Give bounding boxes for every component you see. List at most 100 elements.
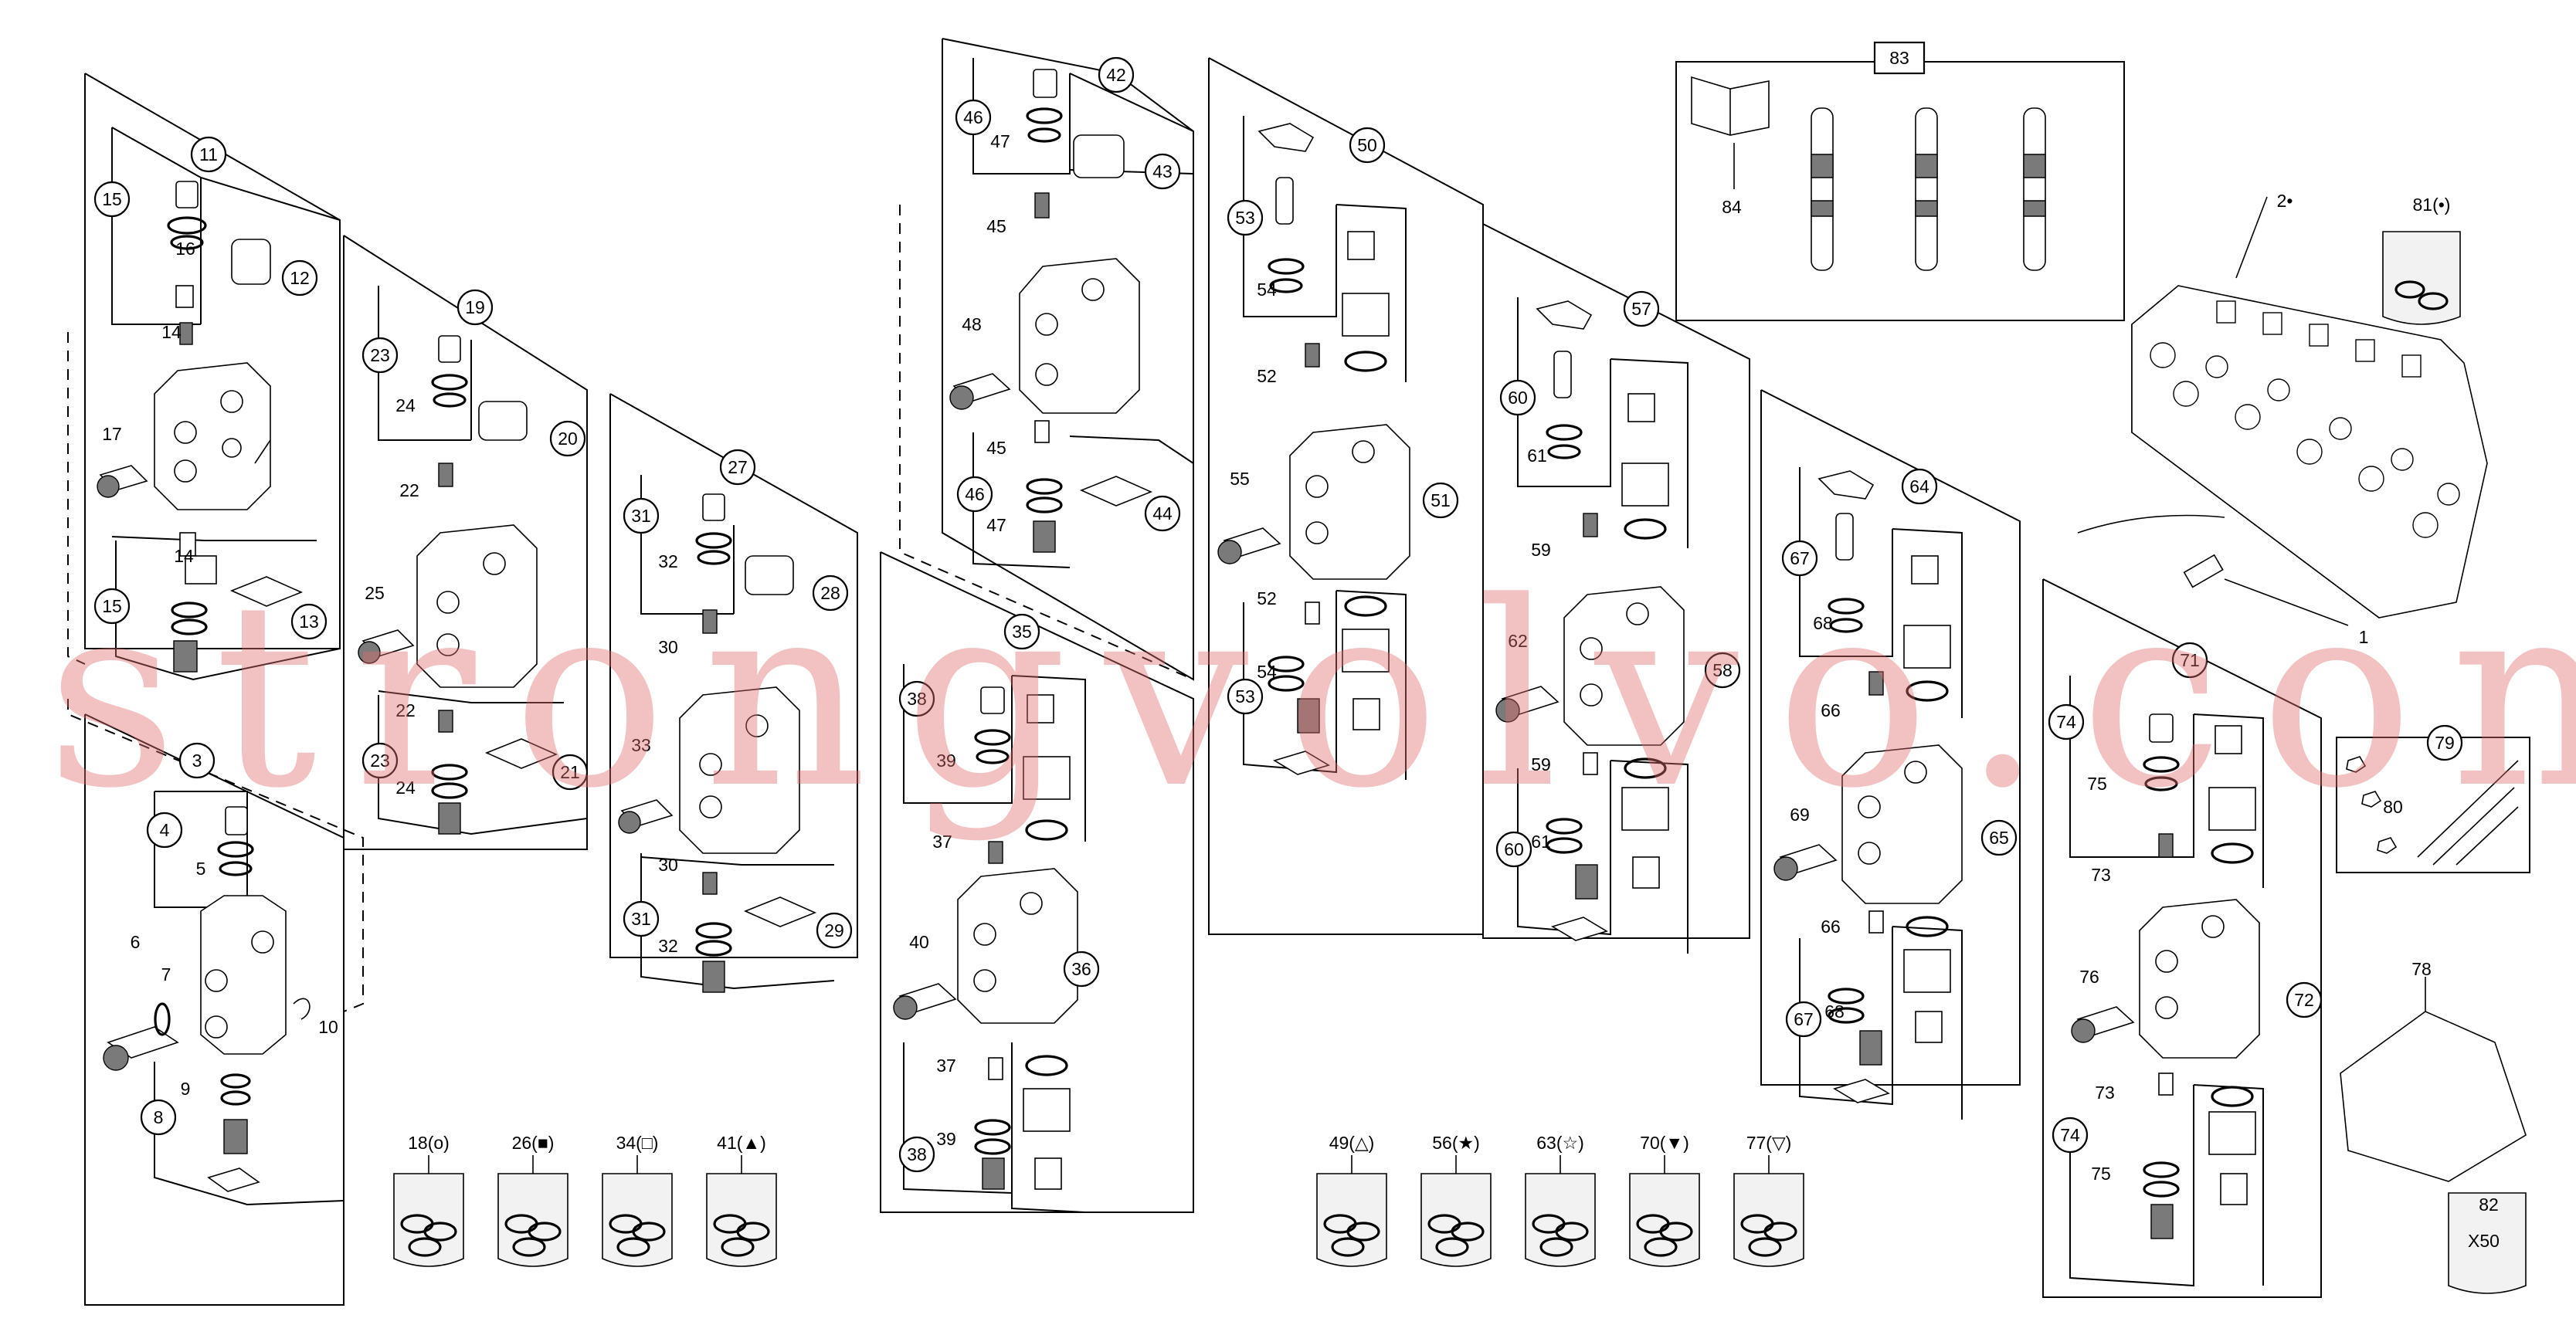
callout-number: 42 [1106,65,1126,85]
callout-number: 29 [824,920,844,940]
callout-31: 30 [658,637,678,657]
callout-number: 38 [907,689,927,709]
callout-34: 31 [623,900,660,937]
callout-51: 40 [909,932,929,952]
callout-60: 55 [1230,469,1250,489]
callout-number: 73 [2095,1083,2115,1103]
callout-number: 1 [2359,627,2369,647]
callout-11: 5 [196,859,206,879]
callout-16: 10 [318,1017,338,1037]
callout-number: 75 [2087,774,2107,794]
callout-61: 51 [1422,482,1459,519]
callout-27: 27 [719,449,756,486]
callout-19: 24 [395,395,416,415]
callout-number: 61 [1527,446,1547,466]
callouts: 1115161214171415133456789101923242022252… [93,41,2499,1215]
callout-2: 16 [175,239,195,259]
callout-80: 66 [1821,917,1841,937]
callout-number: 67 [1794,1009,1814,1029]
callout-89: 73 [2095,1083,2115,1103]
callout-number: 53 [1235,686,1255,707]
callout-number: 31 [631,506,651,526]
callout-83: 71 [2171,642,2208,679]
callout-number: 7 [161,964,171,984]
callout-number: 8 [154,1107,164,1127]
callout-number: 24 [395,395,416,415]
tie-rod-kit-box [2336,737,2530,873]
callout-number: 73 [2091,865,2111,885]
callout-70: 58 [1704,652,1741,689]
callout-number: 67 [1790,548,1810,568]
callout-number: 71 [2180,650,2200,670]
callout-number: 83 [1889,48,1909,68]
callout-72: 60 [1495,831,1532,868]
group-71 [2042,578,2322,1298]
callout-100: 82 [2479,1195,2499,1215]
kit-label: 70(▼) [1640,1133,1689,1153]
callout-48: 38 [898,680,935,717]
callout-number: 74 [2060,1125,2080,1145]
callout-number: 45 [986,216,1006,236]
callout-number: 23 [370,345,390,365]
callout-4: 14 [161,322,182,342]
callout-number: 53 [1235,208,1255,228]
callout-94: 2• [2277,191,2293,211]
callout-46: 44 [1144,495,1181,532]
callout-number: 20 [558,429,578,449]
callout-66: 60 [1499,379,1536,416]
callout-26: 21 [552,754,589,791]
callout-65: 57 [1623,290,1660,327]
callout-30: 28 [812,574,849,612]
callout-number: 64 [1909,476,1929,496]
callout-number: 13 [299,612,319,632]
callout-63: 53 [1227,678,1264,715]
callout-75: 67 [1781,540,1818,577]
callout-33: 30 [658,855,678,875]
callout-9: 3 [178,742,216,779]
group-42 [899,38,1194,681]
end-cover-78 [2340,977,2527,1182]
callout-number: 46 [965,484,985,504]
callout-99: 78 [2411,959,2432,979]
callout-37: 42 [1098,56,1135,93]
group-64 [1760,389,2021,1120]
seal-bag-81 [2382,231,2461,325]
callout-number: 15 [102,596,122,616]
callout-number: 35 [1012,622,1032,642]
callout-number: 32 [658,936,678,956]
callout-number: 15 [102,189,122,209]
callout-number: 37 [936,1056,956,1076]
callout-44: 46 [956,476,993,513]
kit-label: 41(▲) [717,1133,766,1153]
callout-39: 47 [990,131,1010,151]
callout-85: 75 [2087,774,2107,794]
callout-43: 45 [986,438,1006,458]
callout-3: 12 [281,259,318,297]
callout-50: 37 [932,832,952,852]
callout-number: 19 [465,297,485,317]
kit-label: 34(□) [616,1133,659,1153]
callout-number: 6 [131,932,141,952]
callout-number: 47 [990,131,1010,151]
callout-35: 32 [658,936,678,956]
callout-57: 53 [1227,199,1264,236]
callout-number: 69 [1790,805,1810,825]
callout-97: 79 [2426,724,2463,761]
callout-number: 17 [102,424,122,444]
callout-88: 72 [2286,981,2323,1018]
kit-bag-2: 34(□) [602,1133,673,1267]
callout-number: 46 [963,107,983,127]
callout-91: 75 [2091,1164,2111,1184]
seal-bag-82: X50 [2448,1192,2527,1294]
callout-76: 68 [1813,613,1833,633]
callout-number: 59 [1531,754,1551,774]
callout-number: 3 [192,751,202,771]
callout-number: 12 [290,268,310,288]
callout-58: 54 [1257,280,1277,300]
callout-number: 36 [1071,959,1091,979]
callout-59: 52 [1257,366,1277,386]
callout-74: 64 [1901,468,1938,505]
callout-number: 11 [199,144,218,164]
callout-number: 48 [962,314,982,334]
